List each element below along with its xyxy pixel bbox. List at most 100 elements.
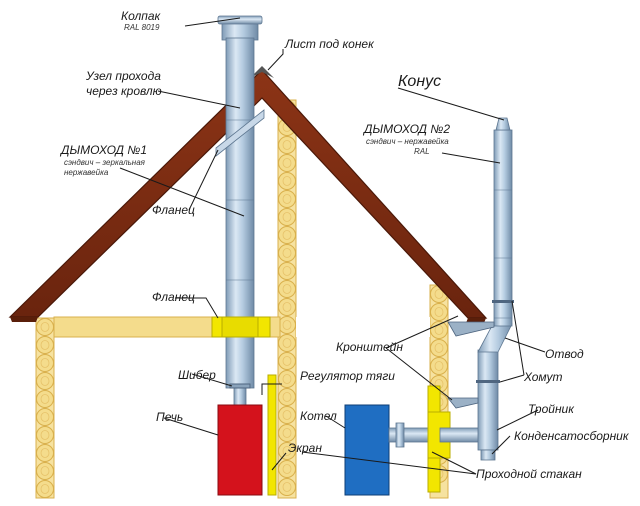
- draft-regulator: [388, 422, 432, 448]
- log-end: [278, 172, 296, 190]
- labels: Колпак RAL 8019 Лист под конек Узел прох…: [59, 9, 630, 481]
- log-ring: [434, 361, 444, 371]
- log-end: [36, 480, 54, 498]
- log-ring: [434, 289, 444, 299]
- log-ring: [40, 466, 50, 476]
- log-end: [278, 298, 296, 316]
- log-end: [36, 318, 54, 336]
- log-end: [36, 426, 54, 444]
- log-ring: [282, 374, 292, 384]
- log-ring: [282, 212, 292, 222]
- log-ring: [282, 428, 292, 438]
- log-ring: [40, 394, 50, 404]
- boiler: [344, 404, 390, 496]
- log-ring: [282, 158, 292, 168]
- log-end: [278, 424, 296, 442]
- log-end: [278, 370, 296, 388]
- log-end: [278, 478, 296, 496]
- log-ring: [40, 340, 50, 350]
- log-end: [36, 336, 54, 354]
- log-end: [430, 357, 448, 375]
- label-damper: Шибер: [178, 368, 216, 382]
- log-end: [430, 321, 448, 339]
- log-ring: [282, 356, 292, 366]
- label-ridge-sheet: Лист под конек: [284, 37, 375, 51]
- label-chimney-2-sub2: RAL: [414, 147, 430, 156]
- log-end: [430, 339, 448, 357]
- log-end: [278, 226, 296, 244]
- label-chimney-1-sub1: сэндвич – зеркальная: [64, 158, 146, 167]
- log-end: [278, 316, 296, 334]
- log-ring: [40, 484, 50, 494]
- label-bracket: Кронштейн: [336, 340, 403, 354]
- log-ring: [40, 376, 50, 386]
- wall-bracket: [447, 321, 495, 409]
- ridge-sheet: [250, 66, 274, 78]
- label-chimney-1-sub2: нержавейка: [64, 168, 109, 177]
- ceiling-passthrough: [211, 316, 271, 338]
- log-end: [36, 372, 54, 390]
- log-end: [430, 303, 448, 321]
- log-end: [36, 462, 54, 480]
- label-boiler: Котел: [300, 409, 337, 423]
- label-draft-regulator: Регулятор тяги: [300, 369, 395, 383]
- log-ring: [282, 392, 292, 402]
- log-ring: [282, 194, 292, 204]
- log-ring: [282, 266, 292, 276]
- log-ring: [282, 446, 292, 456]
- log-ring: [40, 412, 50, 422]
- log-end: [278, 244, 296, 262]
- log-end: [278, 352, 296, 370]
- log-ring: [282, 338, 292, 348]
- log-ring: [282, 320, 292, 330]
- label-chimney-2-sub1: сэндвич – нержавейка: [366, 137, 449, 146]
- left-log-wall: [35, 317, 55, 499]
- log-end: [278, 388, 296, 406]
- log-ring: [282, 302, 292, 312]
- label-elbow: Отвод: [545, 347, 584, 361]
- label-screen: Экран: [288, 441, 322, 455]
- log-ring: [40, 448, 50, 458]
- log-ring: [434, 307, 444, 317]
- leader-lines: [119, 17, 546, 475]
- log-end: [278, 190, 296, 208]
- log-ring: [434, 325, 444, 335]
- log-ring: [40, 322, 50, 332]
- log-ring: [434, 343, 444, 353]
- log-end: [278, 280, 296, 298]
- log-end: [36, 354, 54, 372]
- log-ring: [40, 430, 50, 440]
- label-roof-flange: Фланец: [152, 203, 195, 217]
- stove: [217, 404, 263, 496]
- label-roof-unit-2: через кровлю: [86, 84, 162, 98]
- log-ring: [282, 176, 292, 186]
- log-end: [278, 460, 296, 478]
- log-end: [278, 442, 296, 460]
- log-end: [36, 390, 54, 408]
- log-end: [278, 208, 296, 226]
- log-ring: [282, 482, 292, 492]
- label-ceiling-flange: Фланец: [152, 290, 195, 304]
- log-end: [278, 406, 296, 424]
- log-ring: [40, 358, 50, 368]
- log-end: [278, 154, 296, 172]
- label-roof-unit-1: Узел прохода: [85, 69, 161, 83]
- label-clamp: Хомут: [523, 370, 563, 384]
- log-ring: [282, 140, 292, 150]
- log-ring: [282, 464, 292, 474]
- label-pass-through: Проходной стакан: [476, 467, 582, 481]
- label-kolpak-sub: RAL 8019: [124, 23, 160, 32]
- label-condensate-collector: Конденсатосборник: [514, 429, 630, 443]
- label-chimney-1: ДЫМОХОД №1: [59, 143, 147, 157]
- stove-screen: [267, 374, 277, 496]
- log-ring: [282, 230, 292, 240]
- log-end: [36, 444, 54, 462]
- center-log-wall: [277, 99, 297, 499]
- label-stove: Печь: [156, 410, 183, 424]
- log-end: [36, 408, 54, 426]
- label-chimney-2: ДЫМОХОД №2: [362, 122, 450, 136]
- damper: [229, 383, 251, 389]
- label-kolpak: Колпак: [121, 9, 162, 23]
- log-ring: [282, 284, 292, 294]
